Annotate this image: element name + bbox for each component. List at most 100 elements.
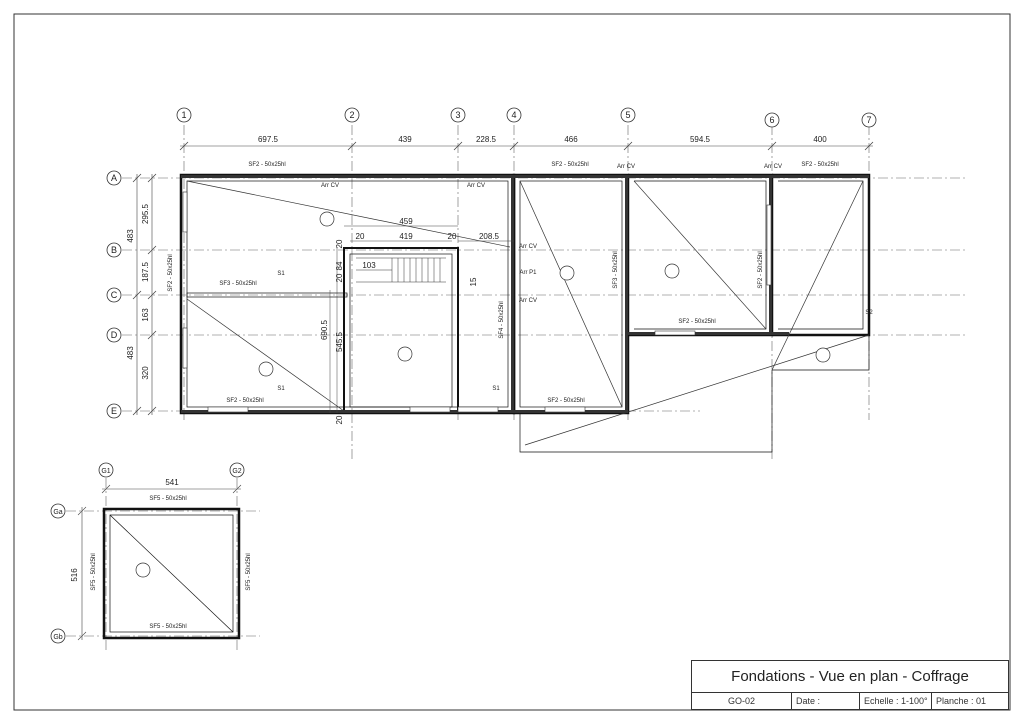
slab-tags [135, 211, 831, 578]
label-sf2-bottom-right: SF2 - 50x25hl [547, 398, 584, 404]
dim-top-4: 466 [564, 135, 578, 144]
grid-bubble-col-5 [620, 107, 636, 123]
grid-label-row-C: C [111, 290, 118, 300]
top-dimension-chain [179, 141, 874, 151]
grid-bubble-row-B [106, 242, 122, 258]
grid-label-row-D: D [111, 330, 118, 340]
label-arr-cv-a: Arr CV [519, 244, 537, 250]
plate-field: Planche : 01 [936, 696, 987, 706]
dim-garage-height: 516 [70, 568, 79, 582]
dim-stair-v3: 103 [362, 261, 376, 270]
dim-left-inner-1: 295.5 [141, 203, 150, 224]
label-sf2-top-mid: SF2 - 50x25hl [551, 162, 588, 168]
grid-label-Ga: Ga [53, 509, 62, 516]
dim-garage-width: 541 [165, 478, 179, 487]
slab-diagonals [186, 180, 870, 446]
label-sf2-left: SF2 - 50x25hl [168, 254, 174, 291]
grid-label-col-2: 2 [349, 110, 354, 120]
label-arr-4: Arr CV [764, 164, 782, 170]
grid-label-G2: G2 [232, 468, 241, 475]
label-s1-c: S1 [492, 386, 500, 392]
label-sf2-top-left: SF2 - 50x25hl [248, 162, 285, 168]
grid-axes-horizontal [122, 177, 968, 412]
label-arr-cv-b: Arr CV [519, 298, 537, 304]
dim-vertical-b: 545.5 [335, 331, 344, 352]
grid-label-row-E: E [111, 406, 117, 416]
label-sf5-top: SF5 - 50x25hl [149, 496, 186, 502]
grid-label-col-7: 7 [866, 115, 871, 125]
grid-bubble-col-6 [764, 112, 780, 128]
label-s1-a: S1 [277, 271, 285, 277]
grid-label-Gb: Gb [53, 634, 62, 641]
dim-top-2: 439 [398, 135, 412, 144]
drawing-title: Fondations - Vue en plan - Coffrage [692, 661, 1008, 693]
sheet-border [13, 13, 1011, 711]
grid-label-G1: G1 [101, 468, 110, 475]
grid-bubble-col-2 [344, 107, 360, 123]
dim-left-inner-3: 163 [141, 308, 150, 322]
dim-vertical-a: 690.5 [320, 319, 329, 340]
left-dimension-chains [132, 173, 157, 416]
label-arr-3: Arr CV [617, 164, 635, 170]
stair-treads [356, 257, 446, 283]
label-arr-1: Arr CV [321, 183, 339, 189]
dim-stair-v4: 20 [335, 273, 344, 282]
label-sf2-col6: SF2 - 50x25hl [758, 251, 764, 288]
grid-bubble-Gb [50, 628, 66, 644]
garage-dimensions [77, 484, 242, 641]
wall-openings [182, 191, 772, 413]
grid-label-col-1: 1 [181, 110, 186, 120]
label-sf5-right: SF5 - 50x25hl [246, 553, 252, 590]
label-sf4: SF4 - 50x25hl [499, 301, 505, 338]
label-sf2-bottom-left: SF2 - 50x25hl [226, 398, 263, 404]
dim-left-outer-2: 483 [126, 346, 135, 360]
label-sf5-bottom: SF5 - 50x25hl [149, 624, 186, 630]
dim-stair-side-right: 20 [448, 232, 457, 241]
grid-label-col-4: 4 [511, 110, 516, 120]
dim-left-outer-1: 483 [126, 229, 135, 243]
grid-label-row-A: A [111, 173, 117, 183]
dim-vertical-c: 15 [469, 277, 478, 286]
garage-grid [66, 478, 260, 650]
dim-stair-width: 459 [399, 217, 413, 226]
dim-left-inner-2: 187.5 [141, 261, 150, 282]
dim-stair-inner: 419 [399, 232, 413, 241]
garage-walls [102, 507, 241, 640]
label-sf3: SF3 - 50x25hl [219, 281, 256, 287]
dim-top-6: 400 [813, 135, 827, 144]
label-s2: S2 [865, 310, 873, 316]
dim-top-1: 697.5 [258, 135, 279, 144]
grid-bubble-row-C [106, 287, 122, 303]
grid-bubble-col-3 [450, 107, 466, 123]
stair-dimensions [329, 225, 514, 413]
label-arr-2: Arr CV [467, 183, 485, 189]
dim-stair-v2: 84 [335, 261, 344, 270]
grid-bubble-G1 [98, 462, 114, 478]
label-sf2-mid: SF2 - 50x25hl [678, 319, 715, 325]
grid-bubble-col-7 [861, 112, 877, 128]
scale-field: Echelle : 1-100° [860, 692, 932, 710]
grid-label-col-5: 5 [625, 110, 630, 120]
column-bubbles [176, 107, 877, 128]
row-bubbles [106, 170, 122, 419]
dim-top-3: 228.5 [476, 135, 497, 144]
dim-vertical-d: 20 [335, 415, 344, 424]
title-block: Fondations - Vue en plan - Coffrage GO-0… [691, 660, 1009, 710]
grid-label-col-6: 6 [769, 115, 774, 125]
sheet-code: GO-02 [692, 692, 792, 710]
dim-top-5: 594.5 [690, 135, 711, 144]
grid-bubble-G2 [229, 462, 245, 478]
grid-label-col-3: 3 [455, 110, 460, 120]
grid-bubble-col-1 [176, 107, 192, 123]
dim-stair-right: 208.5 [479, 232, 500, 241]
label-s1-b: S1 [277, 386, 285, 392]
dim-left-inner-4: 320 [141, 366, 150, 380]
label-arr-p1: Arr P1 [519, 270, 537, 276]
grid-bubble-row-A [106, 170, 122, 186]
label-sf2-top-right: SF2 - 50x25hl [801, 162, 838, 168]
dim-stair-side-left: 20 [356, 232, 365, 241]
label-sf3-col5: SF3 - 50x25hl [613, 251, 619, 288]
grid-bubble-col-4 [506, 107, 522, 123]
dim-stair-v1: 20 [335, 239, 344, 248]
